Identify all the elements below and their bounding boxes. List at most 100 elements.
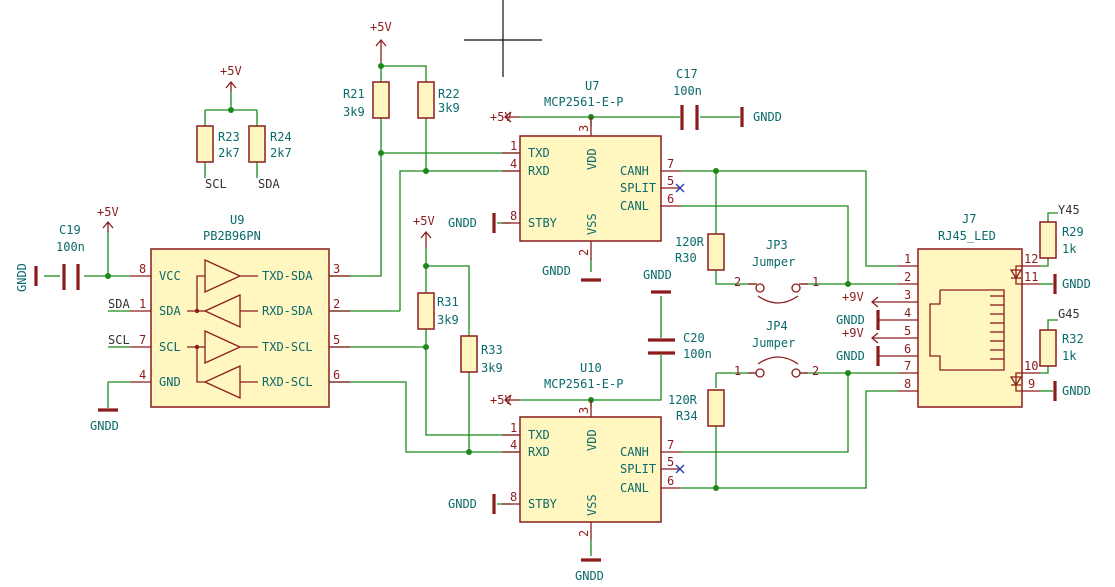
gnd-u7-vss: GNDD bbox=[542, 264, 601, 282]
resistor-r21[interactable]: R21 3k9 bbox=[343, 81, 390, 119]
resistor-r32[interactable]: R32 1k bbox=[1039, 329, 1084, 367]
svg-text:+9V: +9V bbox=[842, 290, 864, 304]
svg-text:J7: J7 bbox=[962, 212, 976, 226]
svg-text:GNDD: GNDD bbox=[448, 497, 477, 511]
gnd-c17: GNDD bbox=[740, 107, 782, 127]
svg-text:120R: 120R bbox=[668, 393, 698, 407]
svg-text:C17: C17 bbox=[676, 67, 698, 81]
svg-text:2: 2 bbox=[577, 530, 591, 537]
svg-text:1: 1 bbox=[139, 297, 146, 311]
resistor-r31[interactable]: R31 3k9 bbox=[417, 292, 459, 330]
gnd-u9: GNDD bbox=[90, 408, 119, 433]
svg-text:6: 6 bbox=[904, 342, 911, 356]
svg-text:GND: GND bbox=[159, 375, 181, 389]
resistor-r33[interactable]: R33 3k9 bbox=[460, 335, 503, 375]
svg-text:R31: R31 bbox=[437, 295, 459, 309]
power-p9v-pin5: +9V bbox=[842, 326, 898, 344]
svg-text:5: 5 bbox=[904, 324, 911, 338]
svg-text:3k9: 3k9 bbox=[438, 101, 460, 115]
svg-text:6: 6 bbox=[667, 192, 674, 206]
svg-text:11: 11 bbox=[1024, 270, 1038, 284]
svg-text:STBY: STBY bbox=[528, 216, 558, 230]
jumper-jp3[interactable]: JP3 Jumper 2 1 bbox=[734, 238, 819, 304]
resistor-r34[interactable]: 120R R34 bbox=[668, 389, 725, 427]
svg-text:Jumper: Jumper bbox=[752, 255, 795, 269]
resistor-r30[interactable]: 120R R30 bbox=[675, 233, 725, 271]
svg-text:R33: R33 bbox=[481, 343, 503, 357]
svg-text:2: 2 bbox=[734, 275, 741, 289]
svg-text:SPLIT: SPLIT bbox=[620, 462, 656, 476]
svg-text:R34: R34 bbox=[676, 409, 698, 423]
svg-text:CANL: CANL bbox=[620, 199, 649, 213]
power-p5v-u7: +5V bbox=[490, 110, 520, 124]
resistor-r29[interactable]: R29 1k bbox=[1039, 221, 1084, 259]
svg-text:R24: R24 bbox=[270, 130, 292, 144]
crosshair-cursor bbox=[464, 0, 542, 77]
net-label-y45: Y45 bbox=[1058, 203, 1080, 217]
ic-u7[interactable]: U7 MCP2561-E-P TXD RXD STBY VDD VSS CANH… bbox=[502, 79, 685, 260]
power-p5v-top: +5V bbox=[370, 20, 392, 62]
junctions bbox=[105, 63, 851, 491]
resistor-r24[interactable]: R24 2k7 bbox=[248, 125, 292, 163]
svg-text:3k9: 3k9 bbox=[437, 313, 459, 327]
svg-text:GNDD: GNDD bbox=[448, 216, 477, 230]
jumper-jp4[interactable]: JP4 Jumper 1 2 bbox=[734, 319, 819, 378]
svg-text:4: 4 bbox=[904, 306, 911, 320]
gnd-j7-pin11: GNDD bbox=[1053, 274, 1091, 294]
svg-text:U9: U9 bbox=[230, 213, 244, 227]
svg-text:R23: R23 bbox=[218, 130, 240, 144]
svg-text:3k9: 3k9 bbox=[481, 361, 503, 375]
svg-text:+5V: +5V bbox=[413, 214, 435, 228]
svg-text:12: 12 bbox=[1024, 252, 1038, 266]
svg-text:TXD: TXD bbox=[528, 146, 550, 160]
resistor-r23[interactable]: R23 2k7 bbox=[196, 125, 240, 163]
svg-text:TXD-SDA: TXD-SDA bbox=[262, 269, 313, 283]
svg-text:GNDD: GNDD bbox=[542, 264, 571, 278]
svg-text:TXD-SCL: TXD-SCL bbox=[262, 340, 313, 354]
svg-text:5: 5 bbox=[333, 333, 340, 347]
svg-text:9: 9 bbox=[1028, 377, 1035, 391]
gnd-u10-vss: GNDD bbox=[575, 558, 604, 583]
connector-j7[interactable]: J7 RJ45_LED 1 2 3 4 bbox=[898, 212, 1040, 408]
svg-text:TXD: TXD bbox=[528, 428, 550, 442]
svg-text:1k: 1k bbox=[1062, 242, 1077, 256]
net-label-sda-r24: SDA bbox=[258, 177, 280, 191]
net-label-sda: SDA bbox=[108, 297, 130, 311]
power-p5v-r23r24: +5V bbox=[220, 64, 242, 92]
svg-text:4: 4 bbox=[510, 438, 517, 452]
resistor-r22[interactable]: R22 3k9 bbox=[417, 81, 460, 119]
svg-text:C20: C20 bbox=[683, 331, 705, 345]
svg-text:+9V: +9V bbox=[842, 326, 864, 340]
svg-text:4: 4 bbox=[139, 368, 146, 382]
svg-text:PB2B96PN: PB2B96PN bbox=[203, 229, 261, 243]
svg-text:RXD-SCL: RXD-SCL bbox=[262, 375, 313, 389]
svg-text:8: 8 bbox=[139, 262, 146, 276]
svg-text:6: 6 bbox=[333, 368, 340, 382]
svg-text:2: 2 bbox=[904, 270, 911, 284]
capacitor-c17[interactable]: C17 100n bbox=[673, 67, 702, 130]
ic-u9[interactable]: U9 PB2B96PN VCC SDA SCL GND TXD-SDA RXD-… bbox=[130, 213, 350, 408]
svg-text:VSS: VSS bbox=[585, 494, 599, 516]
svg-text:2k7: 2k7 bbox=[218, 146, 240, 160]
svg-text:8: 8 bbox=[510, 209, 517, 223]
capacitor-c20[interactable]: C20 100n bbox=[648, 331, 712, 361]
svg-text:U7: U7 bbox=[585, 79, 599, 93]
net-label-g45: G45 bbox=[1058, 307, 1080, 321]
svg-text:GNDD: GNDD bbox=[1062, 277, 1091, 291]
svg-text:3k9: 3k9 bbox=[343, 105, 365, 119]
svg-text:VDD: VDD bbox=[585, 148, 599, 170]
svg-text:1: 1 bbox=[812, 275, 819, 289]
svg-text:100n: 100n bbox=[56, 240, 85, 254]
svg-text:+5V: +5V bbox=[490, 110, 512, 124]
svg-text:2k7: 2k7 bbox=[270, 146, 292, 160]
svg-text:GNDD: GNDD bbox=[836, 313, 865, 327]
svg-text:MCP2561-E-P: MCP2561-E-P bbox=[544, 377, 623, 391]
capacitor-c19[interactable]: C19 100n bbox=[56, 223, 85, 290]
svg-text:5: 5 bbox=[667, 455, 674, 469]
ic-u10[interactable]: U10 MCP2561-E-P TXD RXD STBY VDD VSS CAN… bbox=[502, 361, 685, 540]
svg-text:3: 3 bbox=[577, 125, 591, 132]
svg-text:SCL: SCL bbox=[159, 340, 181, 354]
svg-text:RJ45_LED: RJ45_LED bbox=[938, 229, 996, 243]
power-p9v-pin3: +9V bbox=[842, 290, 898, 308]
